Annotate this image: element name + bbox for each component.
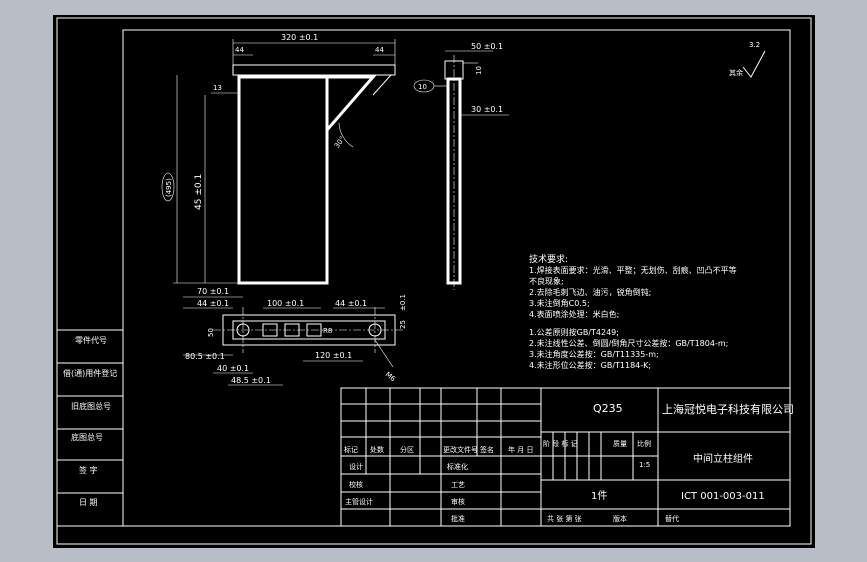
- qty-cell: 1件: [591, 490, 607, 502]
- dim-side-top: 50 ±0.1: [471, 42, 503, 51]
- header-cell: 分区: [400, 445, 414, 454]
- angle-arc: [338, 122, 354, 148]
- dim-side-ring: 10: [418, 83, 427, 91]
- header-cell: 标记: [344, 445, 358, 454]
- tech-heading: 技术要求:: [529, 253, 568, 265]
- drawing-no-cell: ICT 001-003-011: [681, 491, 765, 502]
- side-table: 零件代号 借(通)用件登记 旧底图总号 底图总号 签 字 日 期: [56, 329, 124, 527]
- roughness-symbol: 3.2 其余: [729, 41, 766, 78]
- title-block-frame: [340, 387, 791, 527]
- tech-line: 1.焊接表面要求：光滑、平整；无划伤、刮痕、凹凸不平等: [529, 265, 737, 275]
- brace: [325, 75, 377, 131]
- dim-100: 100 ±0.1: [267, 299, 304, 308]
- angle-label: 30°: [333, 135, 347, 150]
- dim-height-main: 45 ±0.1: [194, 174, 204, 210]
- version-cell: 版本: [613, 514, 627, 523]
- dim-height-total: (495): [165, 178, 173, 197]
- dim-right-tab: 44: [375, 46, 384, 54]
- role-cell: 设计: [349, 462, 363, 471]
- side-table-cell: 日 期: [79, 498, 98, 507]
- tech-line: 2.去除毛刺飞边、油污，锐角倒钝;: [529, 287, 651, 297]
- drawing-canvas: 30° 320 ±0.1 44 44 13 45 ±0.1 (495) 50 ±…: [56, 17, 812, 545]
- dim-side-mid: 30 ±0.1: [471, 105, 503, 114]
- header-cell: 签名: [480, 445, 494, 454]
- front-view: 30° 320 ±0.1 44 44 13 45 ±0.1 (495): [161, 33, 396, 285]
- side-table-cell: 借(通)用件登记: [63, 368, 117, 378]
- column-body: [237, 75, 329, 285]
- sheet-info-cell: 共 张 第 张: [547, 514, 582, 523]
- dim-top-width: 320 ±0.1: [281, 33, 318, 42]
- drawing-sheet: 30° 320 ±0.1 44 44 13 45 ±0.1 (495) 50 ±…: [53, 15, 815, 548]
- company-cell: 上海冠悦电子科技有限公司: [662, 402, 794, 416]
- dim-radius: R8: [323, 327, 332, 335]
- side-table-frame: [56, 329, 124, 527]
- roughness-mark: [742, 50, 766, 78]
- dim-40: 40 ±0.1: [217, 364, 249, 373]
- weld-note: M6: [384, 370, 398, 383]
- roughness-note: 其余: [729, 68, 743, 77]
- tech-line: 3.未注角度公差按：GB/T11335-m;: [529, 349, 659, 359]
- plan-view: R8 70 ±0.1 44 ±0.1 100 ±0.1 44 ±0.1 ±0.1…: [183, 287, 407, 386]
- tech-line: 3.未注倒角C0.5;: [529, 298, 590, 308]
- outer-frame: [56, 17, 812, 545]
- dim-bubble: [161, 172, 175, 202]
- role-cell: 主管设计: [345, 497, 373, 506]
- leader-line: [374, 339, 394, 368]
- header-cell: 更改文件号: [443, 445, 478, 454]
- hole-right: [368, 323, 382, 337]
- header-cell: 质量: [613, 439, 627, 448]
- top-plate: [232, 64, 396, 76]
- dim-44a: 44 ±0.1: [197, 299, 229, 308]
- side-table-cell: 底图总号: [71, 432, 103, 442]
- tech-line: 4.表面喷涂处理：米白色;: [529, 309, 619, 319]
- header-cell: 阶 段 标 记: [543, 439, 578, 448]
- dim-120: 120 ±0.1: [315, 351, 352, 360]
- role-cell: 审核: [451, 497, 465, 506]
- header-cell: 比例: [637, 439, 651, 448]
- hole-left: [236, 323, 250, 337]
- side-table-cell: 旧底图总号: [71, 401, 111, 411]
- dim-70: 70 ±0.1: [197, 287, 229, 296]
- title-block: Q235 上海冠悦电子科技有限公司 中间立柱组件 1件 ICT 001-003-…: [340, 387, 794, 527]
- dim-top-thick: 13: [213, 84, 222, 92]
- tech-line: 2.未注线性公差、倒圆/倒角尺寸公差按：GB/T1804-m;: [529, 338, 728, 348]
- dim-48: 48.5 ±0.1: [231, 376, 271, 385]
- role-cell: 标准化: [447, 462, 468, 471]
- dim-side-small: 10: [475, 66, 483, 75]
- replace-cell: 替代: [665, 514, 679, 523]
- side-table-cell: 零件代号: [75, 335, 107, 345]
- brace-edge: [372, 74, 392, 96]
- side-view: 50 ±0.1 10 10 30 ±0.1: [413, 42, 509, 290]
- tech-line: 4.未注形位公差按：GB/T1184-K;: [529, 360, 651, 370]
- dim-80: 80.5 ±0.1: [185, 352, 225, 361]
- dim-25: 25: [399, 320, 407, 329]
- dim-side-tol: ±0.1: [399, 294, 407, 311]
- roughness-value: 3.2: [749, 41, 760, 49]
- part-name-cell: 中间立柱组件: [693, 452, 753, 465]
- header-cell: 处数: [370, 445, 384, 454]
- role-cell: 批准: [451, 514, 465, 523]
- dim-44b: 44 ±0.1: [335, 299, 367, 308]
- role-cell: 工艺: [451, 481, 465, 489]
- side-table-cell: 签 字: [79, 465, 98, 475]
- header-cell: 年 月 日: [508, 445, 533, 454]
- tech-line: 不良现象;: [529, 276, 564, 286]
- role-cell: 校核: [349, 480, 363, 489]
- scale-cell: 1:5: [639, 461, 650, 469]
- dim-50: 50: [207, 328, 215, 337]
- material-cell: Q235: [593, 402, 623, 415]
- dim-left-tab: 44: [235, 46, 244, 54]
- tech-requirements: 技术要求: 1.焊接表面要求：光滑、平整；无划伤、刮痕、凹凸不平等 不良现象; …: [529, 253, 737, 370]
- tech-line: 1.公差原则按GB/T4249;: [529, 327, 619, 337]
